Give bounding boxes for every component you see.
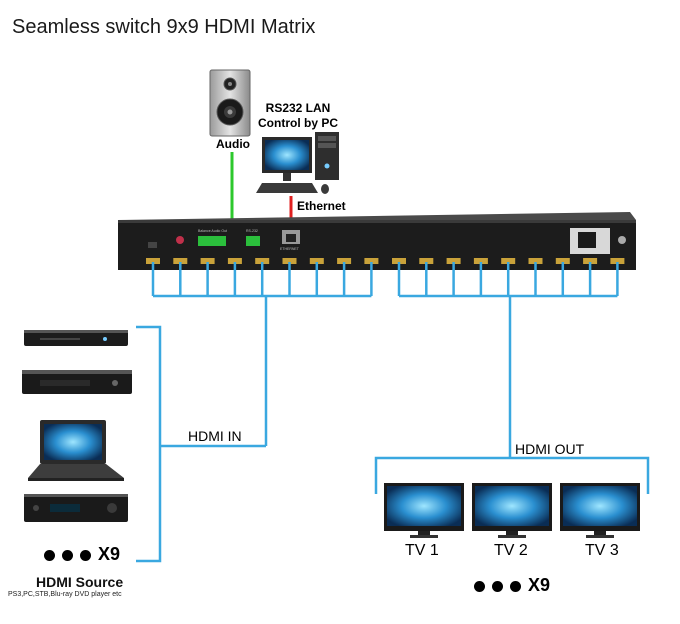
panel-rs232-label: RS-232	[246, 229, 258, 233]
hdmi-out-label: HDMI OUT	[515, 441, 585, 457]
source-count-label: X9	[98, 544, 121, 564]
hdmi-port	[392, 258, 406, 264]
source-bracket	[136, 325, 162, 563]
tv-icon	[472, 483, 552, 538]
hdmi-port	[583, 258, 598, 264]
hdmi-cables	[136, 262, 650, 563]
hdmi-port	[446, 258, 461, 264]
audio-label: Audio	[216, 137, 250, 151]
tv-icon	[560, 483, 640, 538]
panel-balance-audio-label: Balance Audio Out	[198, 229, 227, 233]
panel-ethernet-label: ETHERNET	[280, 247, 300, 251]
hdmi-port	[364, 258, 379, 264]
tv-count-label: X9	[528, 575, 551, 595]
laptop-icon	[28, 420, 124, 481]
blu-ray-player-icon	[24, 494, 128, 522]
tv-icon	[384, 483, 464, 538]
tv-label-1: TV 1	[405, 542, 439, 559]
tv-bracket	[374, 456, 650, 494]
hdmi-ports	[146, 258, 625, 264]
hdmi-source-subtitle: PS3,PC,STB,Blu-ray DVD player etc	[8, 591, 122, 598]
source-count: X9	[44, 544, 120, 565]
hdmi-port	[309, 258, 324, 264]
hdmi-port	[419, 258, 434, 264]
set-top-box-icon	[22, 370, 132, 394]
page-title: Seamless switch 9x9 HDMI Matrix	[12, 16, 316, 38]
hdmi-source-title: HDMI Source	[36, 574, 124, 590]
ethernet-label: Ethernet	[297, 199, 346, 213]
hdmi-port	[473, 258, 488, 264]
tv-label-2: TV 2	[494, 542, 528, 559]
hdmi-matrix-device: Balance Audio Out RS-232 ETHERNET	[118, 212, 636, 270]
dvd-player-icon	[24, 330, 128, 346]
hdmi-port	[337, 258, 352, 264]
hdmi-port	[227, 258, 242, 264]
tv-label-3: TV 3	[585, 542, 619, 559]
speaker-icon	[209, 69, 251, 137]
hdmi-port	[173, 258, 188, 264]
hdmi-in-label: HDMI IN	[188, 428, 242, 444]
pc-label-line1: RS232 LAN	[265, 101, 331, 115]
hdmi-port	[555, 258, 570, 264]
hdmi-port	[282, 258, 297, 264]
tv-screens	[384, 483, 640, 538]
hdmi-port	[610, 258, 625, 264]
desktop-pc-icon	[256, 132, 339, 194]
hdmi-port	[528, 258, 543, 264]
hdmi-port	[146, 258, 160, 264]
tv-count: X9	[474, 575, 550, 596]
hdmi-port	[255, 258, 270, 264]
hdmi-port	[501, 258, 516, 264]
pc-label-line2: Control by PC	[258, 116, 338, 130]
hdmi-port	[200, 258, 215, 264]
